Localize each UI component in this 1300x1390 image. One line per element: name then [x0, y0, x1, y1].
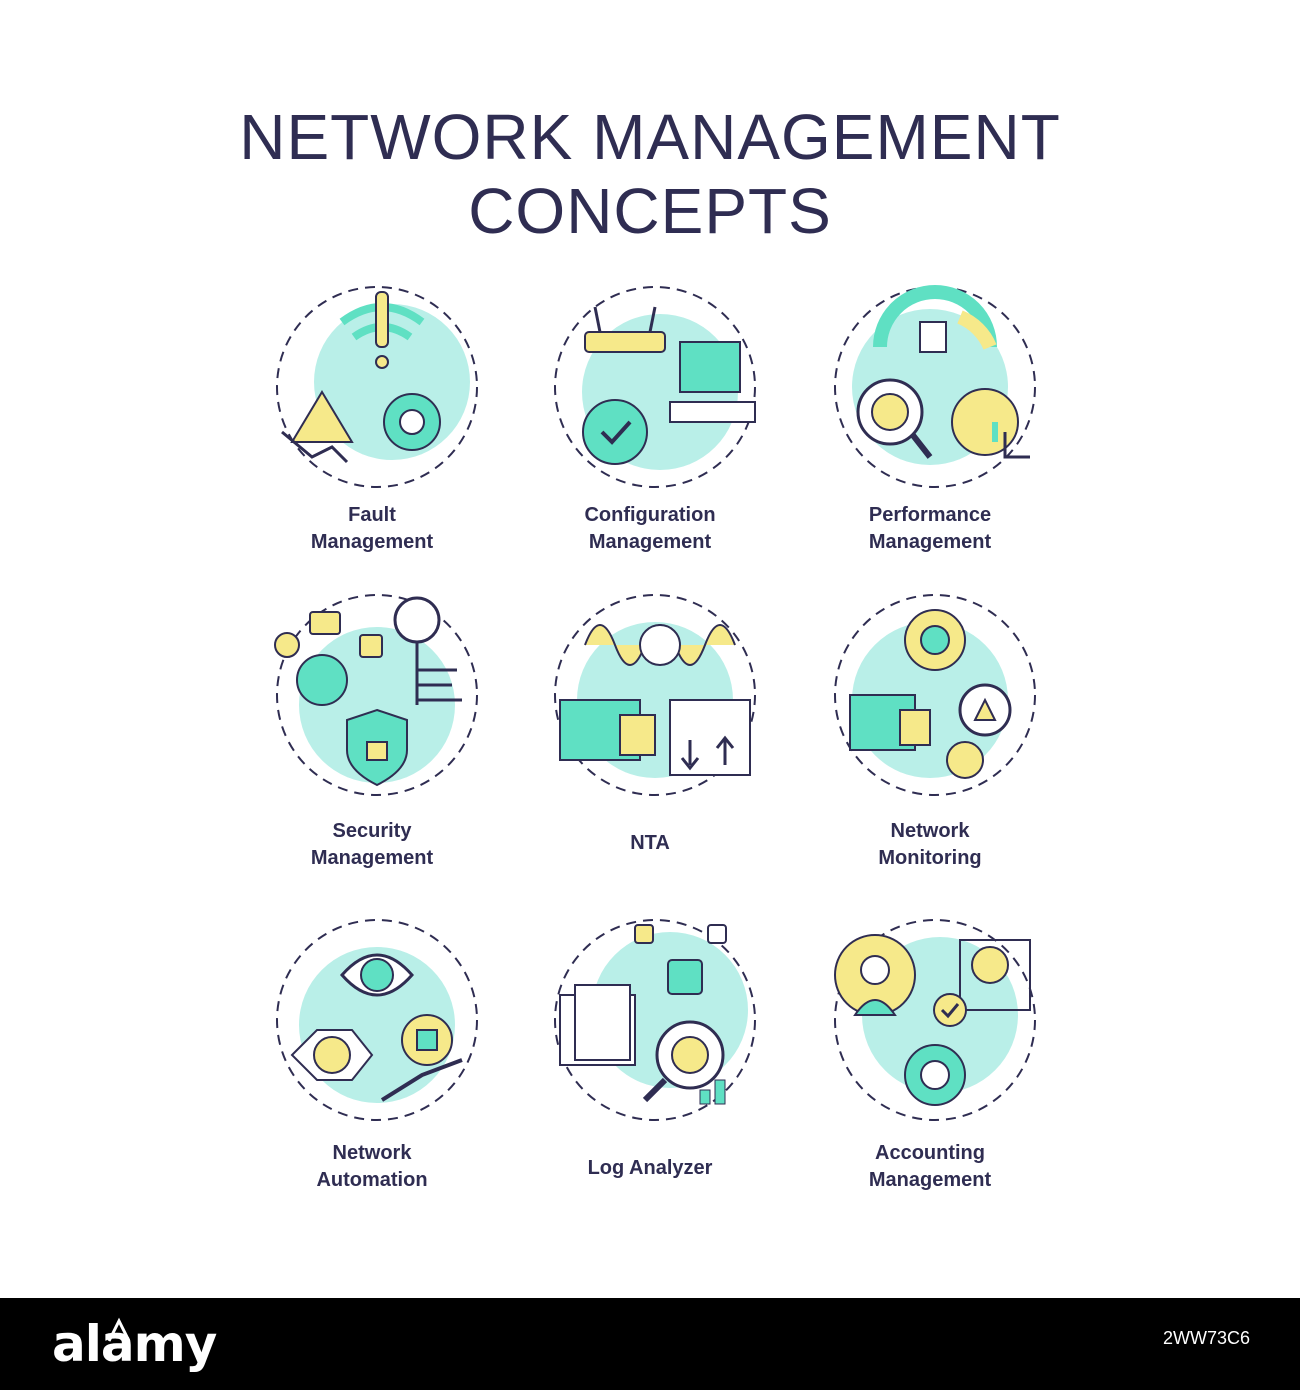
- concept-label: Configuration Management: [500, 502, 800, 556]
- configuration-management-icon: [554, 286, 756, 488]
- concept-fault-management: Fault Management: [222, 282, 522, 602]
- label-line-1: NTA: [630, 832, 670, 854]
- network-monitoring-icon: [834, 594, 1036, 796]
- brand-logo[interactable]: alamy: [52, 1315, 217, 1373]
- fault-management-icon: [276, 286, 478, 488]
- label-line-1: Network: [332, 1142, 412, 1164]
- footer-bar: [0, 1298, 1300, 1390]
- label-line-1: Fault: [348, 504, 396, 526]
- label-line-1: Configuration: [584, 504, 716, 526]
- nta-icon: [554, 594, 756, 796]
- concept-label: Security Management: [222, 818, 522, 872]
- concept-label: Fault Management: [222, 502, 522, 556]
- concept-log-analyzer: Log Analyzer: [500, 915, 800, 1235]
- concept-label: NTA: [500, 830, 800, 857]
- concept-network-monitoring: Network Monitoring: [780, 590, 1080, 910]
- concept-label: Log Analyzer: [500, 1155, 800, 1182]
- log-analyzer-icon: [554, 919, 756, 1121]
- label-line-1: Performance: [868, 504, 992, 526]
- accounting-management-icon: [834, 919, 1036, 1121]
- label-line-2: Automation: [316, 1169, 428, 1191]
- image-id: 2WW73C6: [1162, 1328, 1250, 1348]
- title-line-1: NETWORK MANAGEMENT: [239, 101, 1061, 173]
- concept-configuration-management: Configuration Management: [500, 282, 800, 602]
- title-line-2: CONCEPTS: [468, 175, 832, 247]
- label-line-2: Management: [868, 1169, 992, 1191]
- concept-label: Network Automation: [222, 1140, 522, 1194]
- concept-network-automation: Network Automation: [222, 915, 522, 1235]
- label-line-2: Management: [310, 847, 434, 869]
- concept-label: Performance Management: [780, 502, 1080, 556]
- label-line-1: Network: [890, 820, 970, 842]
- concept-nta: NTA: [500, 590, 800, 910]
- network-automation-icon: [276, 919, 478, 1121]
- concept-security-management: Security Management: [222, 590, 522, 910]
- label-line-2: Monitoring: [878, 847, 982, 869]
- concept-label: Accounting Management: [780, 1140, 1080, 1194]
- page-title: NETWORK MANAGEMENT CONCEPTS: [0, 100, 1300, 248]
- label-line-2: Management: [868, 531, 992, 553]
- brand-mark-icon: [107, 1317, 131, 1342]
- concept-accounting-management: Accounting Management: [780, 915, 1080, 1235]
- concept-performance-management: Performance Management: [780, 282, 1080, 602]
- label-line-1: Accounting: [875, 1142, 985, 1164]
- label-line-2: Management: [588, 531, 712, 553]
- label-line-2: Management: [310, 531, 434, 553]
- security-management-icon: [274, 594, 478, 796]
- label-line-1: Security: [332, 820, 412, 842]
- performance-management-icon: [834, 285, 1036, 488]
- label-line-1: Log Analyzer: [587, 1157, 713, 1179]
- concept-label: Network Monitoring: [780, 818, 1080, 872]
